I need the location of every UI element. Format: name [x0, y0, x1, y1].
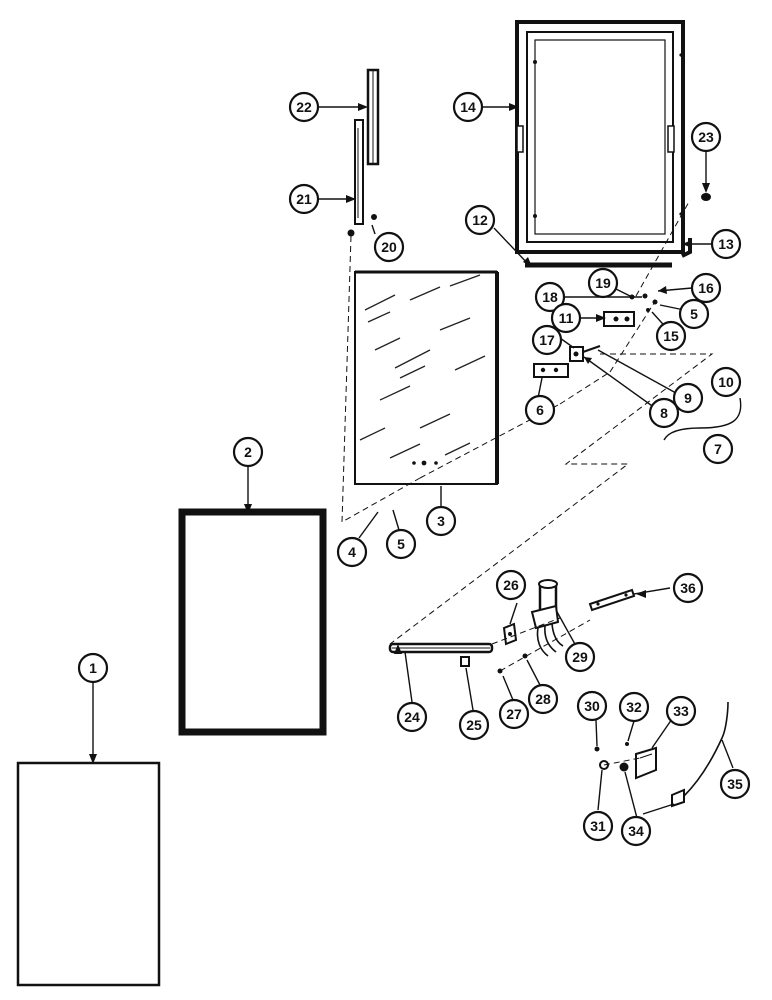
callout-26-label: 26 [503, 577, 519, 593]
latch-assembly [594, 701, 729, 808]
callout-15: 15 [655, 320, 687, 352]
callout-15-label: 15 [663, 328, 679, 344]
callout-30-label: 30 [584, 698, 600, 714]
callout-26: 26 [495, 569, 527, 601]
callout-2: 2 [232, 436, 264, 468]
callout-32-label: 32 [626, 699, 642, 715]
callout-8-label: 8 [660, 405, 668, 421]
callout-11: 11 [550, 302, 582, 334]
part-29-switch-assembly [530, 579, 564, 657]
part-11-hinge-plate [603, 311, 635, 327]
callout-5-upper-label: 5 [690, 306, 698, 322]
callout-20-label: 20 [381, 239, 397, 255]
part-2-gasket [178, 508, 327, 736]
callout-11-label: 11 [559, 310, 574, 326]
part-26-bracket [502, 622, 518, 646]
part-23-fastener [701, 193, 711, 201]
callout-13: 13 [710, 228, 742, 260]
callout-9-label: 9 [684, 390, 692, 406]
part-1-door-panel [16, 761, 161, 987]
callout-14: 14 [452, 91, 484, 123]
callout-28: 28 [527, 683, 559, 715]
part-25-clip [460, 656, 470, 667]
callout-22: 22 [288, 91, 320, 123]
callout-5-lower-label: 5 [397, 536, 405, 552]
callout-33: 33 [665, 695, 697, 727]
callout-32: 32 [618, 691, 650, 723]
callout-29-label: 29 [572, 649, 588, 665]
callout-14-label: 14 [460, 99, 476, 115]
callout-1-label: 1 [89, 660, 97, 676]
callout-28-label: 28 [535, 691, 551, 707]
callout-17: 17 [531, 324, 563, 356]
callout-18-label: 18 [542, 289, 558, 305]
callout-10: 10 [710, 366, 742, 398]
callout-12-label: 12 [472, 212, 488, 228]
small-hardware-upper [629, 293, 658, 312]
part-36-bar [588, 588, 636, 612]
callout-21: 21 [288, 183, 320, 215]
callout-4-label: 4 [348, 544, 356, 560]
callout-35: 35 [719, 768, 751, 800]
callout-35-label: 35 [727, 776, 743, 792]
callout-36-label: 36 [680, 580, 696, 596]
callout-17-label: 17 [539, 332, 555, 348]
part-6-hinge-plate [533, 363, 569, 378]
callout-23: 23 [690, 121, 722, 153]
callout-20: 20 [373, 231, 405, 263]
callout-23-label: 23 [698, 129, 714, 145]
callout-5-lower: 5 [385, 528, 417, 560]
leader-lines [92, 106, 742, 819]
callout-31-label: 31 [590, 818, 606, 834]
callout-19-label: 19 [595, 275, 611, 291]
callout-27: 27 [498, 698, 530, 730]
callout-10-label: 10 [718, 374, 734, 390]
callout-19: 19 [587, 267, 619, 299]
callout-27-label: 27 [506, 706, 522, 722]
callout-4: 4 [336, 536, 368, 568]
callout-24: 24 [396, 701, 428, 733]
callout-31: 31 [582, 810, 614, 842]
callout-29: 29 [564, 641, 596, 673]
part-24-bottom-rail [388, 642, 494, 654]
callout-1: 1 [77, 652, 109, 684]
part-8-hinge-pin [569, 345, 601, 362]
callout-3: 3 [425, 505, 457, 537]
callout-25: 25 [458, 709, 490, 741]
callout-9: 9 [672, 382, 704, 414]
callout-18: 18 [534, 281, 566, 313]
callout-8: 8 [648, 397, 680, 429]
callout-3-label: 3 [437, 513, 445, 529]
callout-34-label: 34 [628, 823, 644, 839]
part-20-screws [347, 214, 377, 237]
callout-21-label: 21 [296, 191, 312, 207]
callout-25-label: 25 [466, 717, 482, 733]
callout-7-label: 7 [714, 441, 722, 457]
callout-16-label: 16 [698, 280, 714, 296]
callout-7: 7 [702, 433, 734, 465]
callout-5-upper: 5 [678, 298, 710, 330]
callout-34: 34 [620, 815, 652, 847]
callout-22-label: 22 [296, 99, 312, 115]
part-14-door-frame [515, 20, 685, 254]
callout-30: 30 [576, 690, 608, 722]
callout-12: 12 [464, 204, 496, 236]
callout-36: 36 [672, 572, 704, 604]
callout-16: 16 [690, 272, 722, 304]
callout-33-label: 33 [673, 703, 689, 719]
assembly-dashed-lines [341, 199, 714, 766]
part-21-hinge-arm [354, 119, 364, 225]
part-3-glass-panel [354, 270, 499, 485]
callout-6-label: 6 [536, 402, 544, 418]
callout-24-label: 24 [404, 709, 420, 725]
arrowheads [89, 103, 710, 764]
part-22-hinge-bracket [366, 68, 380, 166]
callout-6: 6 [524, 394, 556, 426]
callout-13-label: 13 [718, 236, 734, 252]
callout-2-label: 2 [244, 444, 252, 460]
